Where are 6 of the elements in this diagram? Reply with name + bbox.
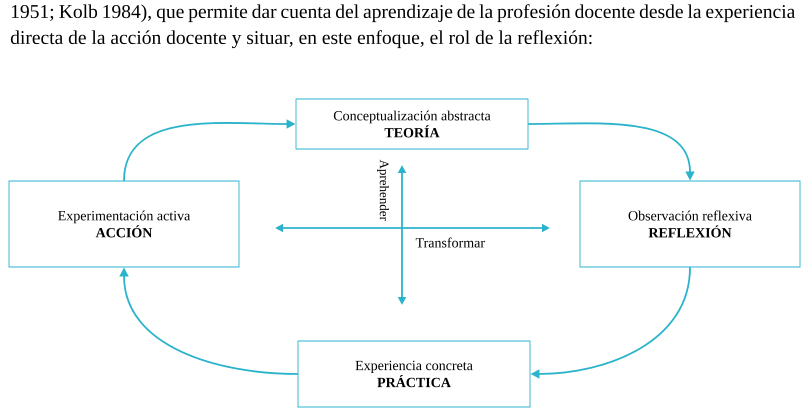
process-box: Experimentación activa ACCIÓN <box>8 180 240 268</box>
paragraph: 1951; Kolb 1984), que permite dar cuenta del aprendizaje de la profesión docente desde la experiencia directa de la acción docente y situar, en este enfoque, el rol de la reflexión: <box>10 4 796 48</box>
process-box: Experiencia concreta PRÁCTICA <box>298 340 530 408</box>
process-box: Conceptualización abstracta TEORÍA <box>296 98 528 150</box>
process-box: Observación reflexiva REFLEXIÓN <box>580 180 800 268</box>
axis-label: Transformar <box>416 238 485 248</box>
